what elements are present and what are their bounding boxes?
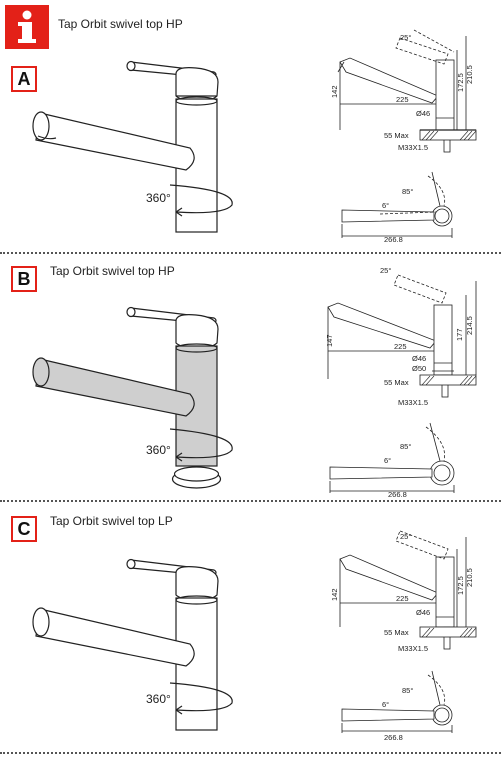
- side-b-height: 147: [325, 334, 334, 347]
- section-a-letter: A: [11, 66, 37, 92]
- side-view-a-hatch: [421, 130, 477, 141]
- top-view-c: [341, 670, 453, 733]
- side-c-dim-210: 210.5: [465, 568, 474, 587]
- side-b-thread: M33X1.5: [398, 398, 428, 407]
- side-b-diam2: Ø50: [412, 364, 426, 373]
- side-b-dim-214: 214.5: [465, 316, 474, 335]
- section-b-title: Tap Orbit swivel top HP: [50, 264, 175, 278]
- section-a-title: Tap Orbit swivel top HP: [58, 17, 183, 31]
- side-c-angle: 25°: [400, 532, 411, 541]
- side-b-diam: Ø46: [412, 354, 426, 363]
- side-c-thread: M33X1.5: [398, 644, 428, 653]
- top-a-angle-6: 6°: [382, 201, 389, 210]
- faucet-c-illustration: [32, 558, 233, 731]
- top-b-length: 266.8: [388, 490, 407, 499]
- side-view-c-hatch: [421, 627, 477, 638]
- faucet-a-illustration: [32, 60, 233, 233]
- section-a-drawing: 360° 25° 142 172.5 210.5 225 Ø46 55 Max …: [32, 29, 477, 244]
- separator-2: [0, 500, 501, 502]
- side-b-angle: 25°: [380, 266, 391, 275]
- side-c-diam: Ø46: [416, 608, 430, 617]
- side-c-dim-172: 172.5: [456, 576, 465, 595]
- side-view-a: [337, 29, 477, 153]
- section-b-drawing: 360° 25° 147 177 214.5 225 Ø46 Ø50 55 Ma…: [32, 266, 477, 499]
- rotation-label-a: 360°: [146, 191, 171, 205]
- info-icon: [5, 5, 49, 49]
- section-c-letter: C: [11, 516, 37, 542]
- side-c-height: 142: [330, 588, 339, 601]
- top-view-a: [341, 171, 453, 238]
- side-a-thread: M33X1.5: [398, 143, 428, 152]
- top-c-angle-85: 85°: [402, 686, 413, 695]
- top-a-angle-85: 85°: [402, 187, 413, 196]
- side-view-b: [327, 274, 477, 398]
- side-c-thread-max: 55 Max: [384, 628, 409, 637]
- side-a-diam: Ø46: [416, 109, 430, 118]
- side-b-dim-177: 177: [455, 328, 464, 341]
- side-c-reach: 225: [396, 594, 409, 603]
- top-b-angle-85: 85°: [400, 442, 411, 451]
- top-b-angle-6: 6°: [384, 456, 391, 465]
- side-a-dim-172: 172.5: [456, 73, 465, 92]
- top-view-b: [329, 422, 455, 493]
- side-b-thread-max: 55 Max: [384, 378, 409, 387]
- side-a-height: 142: [330, 85, 339, 98]
- top-a-length: 266.8: [384, 235, 403, 244]
- rotation-label-c: 360°: [146, 692, 171, 706]
- side-view-c: [339, 530, 477, 650]
- top-c-angle-6: 6°: [382, 700, 389, 709]
- side-a-dim-210: 210.5: [465, 65, 474, 84]
- side-a-angle: 25°: [400, 33, 411, 42]
- section-c-title: Tap Orbit swivel top LP: [50, 514, 173, 528]
- side-a-thread-max: 55 Max: [384, 131, 409, 140]
- side-view-b-hatch: [421, 375, 477, 386]
- rotation-label-b: 360°: [146, 443, 171, 457]
- section-c-drawing: 360° 25° 142 172.5 210.5 225 Ø46 55 Max …: [32, 530, 477, 742]
- side-a-reach: 225: [396, 95, 409, 104]
- faucet-b-illustration: [32, 306, 233, 489]
- top-c-length: 266.8: [384, 733, 403, 742]
- side-b-reach: 225: [394, 342, 407, 351]
- separator-3: [0, 752, 501, 754]
- section-b-letter: B: [11, 266, 37, 292]
- separator-1: [0, 252, 501, 254]
